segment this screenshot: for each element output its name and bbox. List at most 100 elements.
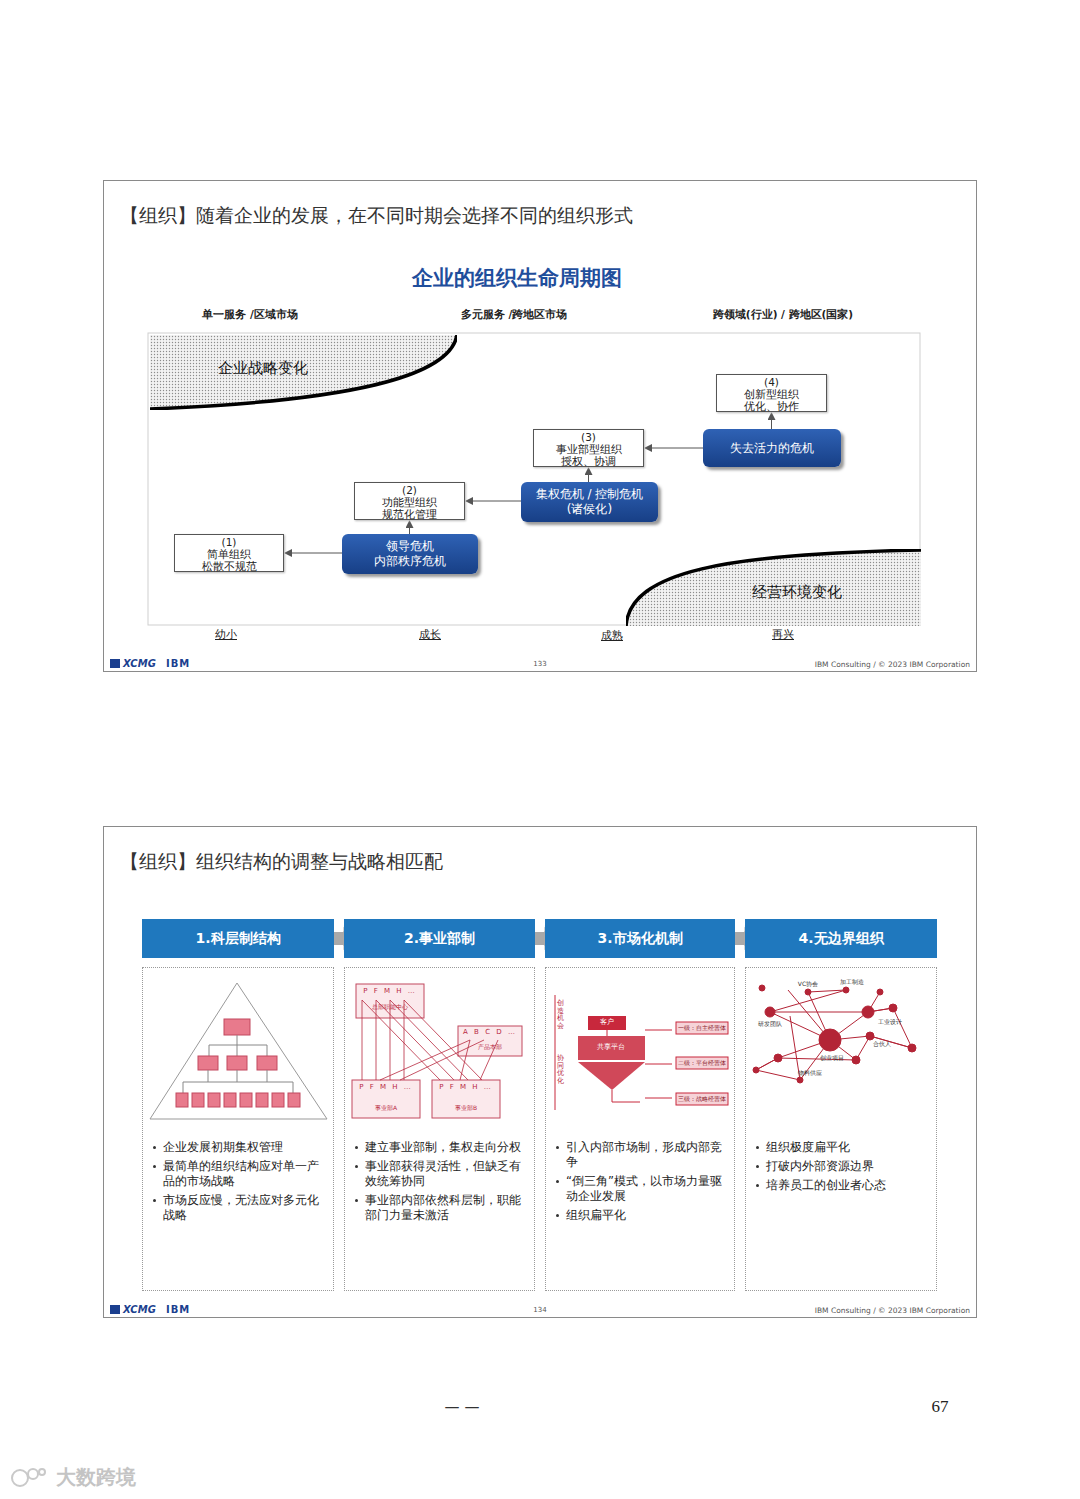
bullet-text: 组织扁平化 xyxy=(566,1208,728,1223)
text-label: 创业项目 xyxy=(820,1054,844,1061)
crisis-box: 集权危机 / 控制危机(诸侯化) xyxy=(521,482,658,522)
node-label: 1.科层制结构 xyxy=(195,930,280,948)
node-label: 经营环境变化 xyxy=(752,583,842,602)
dotted-region: 企业战略变化 xyxy=(150,335,457,410)
bullet-item: 企业发展初期集权管理 xyxy=(149,1140,327,1155)
crisis-box: 领导危机 内部秩序危机 xyxy=(342,534,478,574)
bullet-text: 最简单的组织结构应对单一产品的市场战略 xyxy=(163,1159,327,1189)
node-label: 集权危机 / 控制危机(诸侯化) xyxy=(534,487,646,517)
text-label: 再兴 xyxy=(772,628,794,641)
bullet-dot xyxy=(556,1180,559,1183)
bullet-dot xyxy=(153,1165,156,1168)
connector-arrow xyxy=(588,468,589,482)
node-label: (1) xyxy=(178,536,280,548)
text-label: 一级：自主经营体 xyxy=(678,1024,726,1031)
node-label: (2) xyxy=(358,484,461,496)
connector-arrow xyxy=(645,448,703,449)
bullet-text: 打破内外部资源边界 xyxy=(766,1159,930,1174)
node-label: 事业部型组织 授权、协调 xyxy=(556,443,622,467)
text-label: 事业部B xyxy=(455,1104,477,1111)
connector-arrow xyxy=(466,501,521,502)
bullet-text: 企业发展初期集权管理 xyxy=(163,1140,327,1155)
bullet-dot xyxy=(153,1199,156,1202)
region-shape xyxy=(626,550,921,626)
text-label: VC协会 xyxy=(798,980,818,987)
organization-box: (1)简单组织 松散不规范 xyxy=(174,534,284,572)
market-diagram xyxy=(555,995,728,1110)
bullet-text: 市场反应慢，无法应对多元化战略 xyxy=(163,1193,327,1223)
node-label: 4.无边界组织 xyxy=(798,930,883,948)
bullet-dot xyxy=(355,1199,358,1202)
text-label: 物料供应 xyxy=(798,1069,822,1076)
bullet-text: 培养员工的创业者心态 xyxy=(766,1178,930,1193)
hierarchy-pyramid xyxy=(150,983,327,1119)
text-label: 67 xyxy=(932,1397,949,1417)
bullet-text: 组织极度扁平化 xyxy=(766,1140,930,1155)
text-label: P F M H … xyxy=(359,1083,412,1091)
node-label: (3) xyxy=(537,431,640,443)
node-label: 简单组织 松散不规范 xyxy=(202,548,257,572)
text-label: XCMG xyxy=(123,658,156,670)
stage-panel: 企业发展初期集权管理最简单的组织结构应对单一产品的市场战略市场反应慢，无法应对多… xyxy=(142,967,334,1291)
bullet-dot xyxy=(556,1146,559,1149)
crisis-box: 失去活力的危机 xyxy=(703,429,841,467)
node-label: 2.事业部制 xyxy=(404,930,475,948)
bullet-text: 事业部获得灵活性，但缺乏有效统筹协同 xyxy=(365,1159,528,1189)
node-label: 领导危机 内部秩序危机 xyxy=(374,539,446,569)
node-label: 3.市场化机制 xyxy=(597,930,682,948)
connector-arrow xyxy=(409,521,410,534)
text-label: 二级：平台经营体 xyxy=(678,1059,726,1066)
text-label: 企业的组织生命周期图 xyxy=(412,266,622,291)
text-label: 三级：战略经营体 xyxy=(678,1095,726,1102)
stage-header: 4.无边界组织 xyxy=(745,919,937,958)
text-label: 成熟 xyxy=(601,629,623,642)
bullet-text: 引入内部市场制，形成内部竞争 xyxy=(566,1140,728,1170)
text-label: P F M H … xyxy=(363,987,416,995)
bullet-item: “倒三角”模式，以市场力量驱动企业发展 xyxy=(552,1174,728,1204)
network-diagram xyxy=(753,985,916,1083)
text-label: IBM xyxy=(166,1304,190,1316)
text-label: IBM xyxy=(166,658,190,670)
text-label: 单一服务 /区域市场 xyxy=(202,308,298,321)
chart-frame xyxy=(148,333,920,625)
stage-header: 1.科层制结构 xyxy=(142,919,334,958)
stage-header: 3.市场化机制 xyxy=(545,919,735,958)
node-label: 失去活力的危机 xyxy=(730,441,814,456)
text-label: 研发团队 xyxy=(758,1020,782,1027)
slide-title: 【组织】随着企业的发展，在不同时期会选择不同的组织形式 xyxy=(120,203,633,229)
region-shape xyxy=(150,335,457,409)
organization-box: (3)事业部型组织 授权、协调 xyxy=(533,429,644,467)
text-label: 加工制造 xyxy=(840,978,864,985)
bullet-item: 市场反应慢，无法应对多元化战略 xyxy=(149,1193,327,1223)
bullet-dot xyxy=(756,1146,759,1149)
slide-frame: 【组织】随着企业的发展，在不同时期会选择不同的组织形式企业战略变化 (4)创新型组… xyxy=(103,180,977,672)
connector-arrow xyxy=(285,553,342,554)
slide-title: 【组织】组织结构的调整与战略相匹配 xyxy=(120,849,443,875)
text-label: 134 xyxy=(533,1306,546,1314)
text-label: 总部职能中心 xyxy=(372,1003,408,1010)
text-label: 产品本部 xyxy=(478,1043,502,1050)
bullet-item: 事业部获得灵活性，但缺乏有效统筹协同 xyxy=(351,1159,528,1189)
text-label: A B C D … xyxy=(463,1028,517,1036)
bullet-item: 最简单的组织结构应对单一产品的市场战略 xyxy=(149,1159,327,1189)
text-label: XCMG xyxy=(123,1304,156,1316)
watermark-icon xyxy=(12,1469,45,1486)
dotted-region: 经营环境变化 xyxy=(626,549,921,626)
organization-box: (2)功能型组织 规范化管理 xyxy=(354,482,465,520)
slide-frame: 【组织】组织结构的调整与战略相匹配 1.科层制结构 2.事业部制 3.市场化机制 4.无… xyxy=(103,826,977,1318)
text-label: 大数跨境 xyxy=(16,1465,136,1489)
organization-box: (4)创新型组织 优化、协作 xyxy=(716,374,827,412)
node-label: (4) xyxy=(720,376,823,388)
text-label: 133 xyxy=(533,660,546,668)
text-label: 多元服务 /跨地区市场 xyxy=(461,308,568,321)
region-shape xyxy=(626,550,921,626)
bullet-text: “倒三角”模式，以市场力量驱动企业发展 xyxy=(566,1174,728,1204)
bullet-item: 组织扁平化 xyxy=(552,1208,728,1223)
stage-panel: 引入内部市场制，形成内部竞争 “倒三角”模式，以市场力量驱动企业发展组织扁平化 xyxy=(545,967,735,1291)
bullet-item: 组织极度扁平化 xyxy=(752,1140,930,1155)
text-label: IBM Consulting / © 2023 IBM Corporation xyxy=(815,1306,970,1315)
bullet-dot xyxy=(556,1214,559,1217)
text-label: 事业部A xyxy=(375,1104,397,1111)
logo-marks xyxy=(110,659,120,1314)
node-label: 功能型组织 规范化管理 xyxy=(382,496,437,520)
